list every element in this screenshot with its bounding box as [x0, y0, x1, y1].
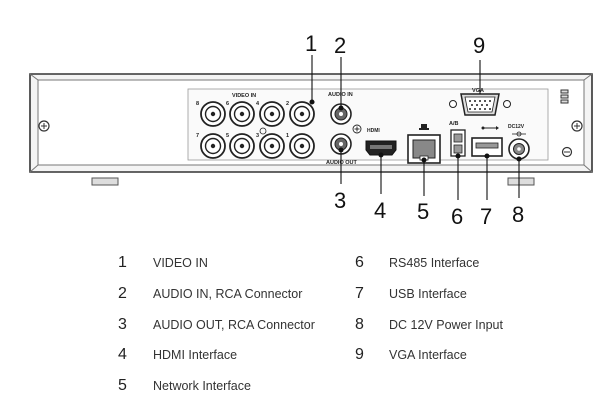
bnc-channel-number: 3 — [256, 133, 259, 139]
dc-power-jack — [508, 138, 530, 160]
callout-4: 4 — [374, 198, 386, 223]
callout-1: 1 — [305, 31, 317, 56]
rca-audio-in-jack — [330, 103, 352, 125]
vga-port — [449, 93, 511, 116]
panel-label-hdmi: HDMI — [367, 128, 380, 134]
bnc-connector — [259, 133, 285, 159]
panel-label-vga: VGA — [472, 88, 484, 94]
bnc-connector — [289, 101, 315, 127]
bnc-connector — [289, 133, 315, 159]
leader-dot — [378, 152, 384, 158]
leader-dot — [421, 157, 427, 163]
chassis-foot-left — [91, 177, 119, 186]
callout-7: 7 — [480, 204, 492, 229]
usb-icon — [481, 126, 499, 130]
callout-9: 9 — [473, 33, 485, 58]
panel-label-video-in: VIDEO IN — [232, 93, 256, 99]
plus-circle-icon — [352, 124, 362, 134]
callout-2: 2 — [334, 33, 346, 58]
vent-slots — [560, 89, 569, 104]
screw-left — [38, 120, 50, 132]
leader-dot — [338, 147, 344, 153]
leader-dot — [309, 99, 315, 105]
rca-audio-out-jack — [330, 133, 352, 155]
chassis-foot-right — [507, 177, 535, 186]
bnc-connector — [200, 133, 226, 159]
ground-terminal — [561, 146, 573, 158]
bnc-channel-number: 2 — [286, 101, 289, 107]
ground-symbol-icon — [259, 127, 267, 135]
panel-label-audio-in: AUDIO IN — [328, 92, 353, 98]
bnc-channel-number: 1 — [286, 133, 289, 139]
bnc-channel-number: 4 — [256, 101, 260, 107]
bnc-connector — [229, 101, 255, 127]
hdmi-port — [365, 140, 397, 156]
leader-dot — [338, 105, 344, 111]
usb-port — [471, 137, 503, 157]
network-icon — [419, 124, 429, 130]
bnc-channel-number: 7 — [196, 133, 199, 139]
panel-label-dc12v: DC12V — [508, 124, 525, 130]
leader-dot — [455, 153, 461, 159]
bnc-channel-number: 6 — [226, 101, 229, 107]
panel-label-ab: A/B — [449, 121, 459, 127]
bnc-channel-number: 5 — [226, 133, 229, 139]
bnc-connector — [229, 133, 255, 159]
bnc-connector — [259, 101, 285, 127]
dc-polarity-icon — [512, 131, 526, 137]
callout-3: 3 — [334, 188, 346, 213]
callout-5: 5 — [417, 199, 429, 224]
bnc-connector — [200, 101, 226, 127]
callout-6: 6 — [451, 204, 463, 229]
screw-right — [571, 120, 583, 132]
callout-8: 8 — [512, 202, 524, 227]
leader-dot — [516, 156, 522, 162]
bnc-channel-number: 8 — [196, 101, 199, 107]
leader-dot — [484, 153, 490, 159]
rs485-terminal — [450, 129, 466, 157]
panel-label-audio-out: AUDIO OUT — [326, 160, 358, 166]
